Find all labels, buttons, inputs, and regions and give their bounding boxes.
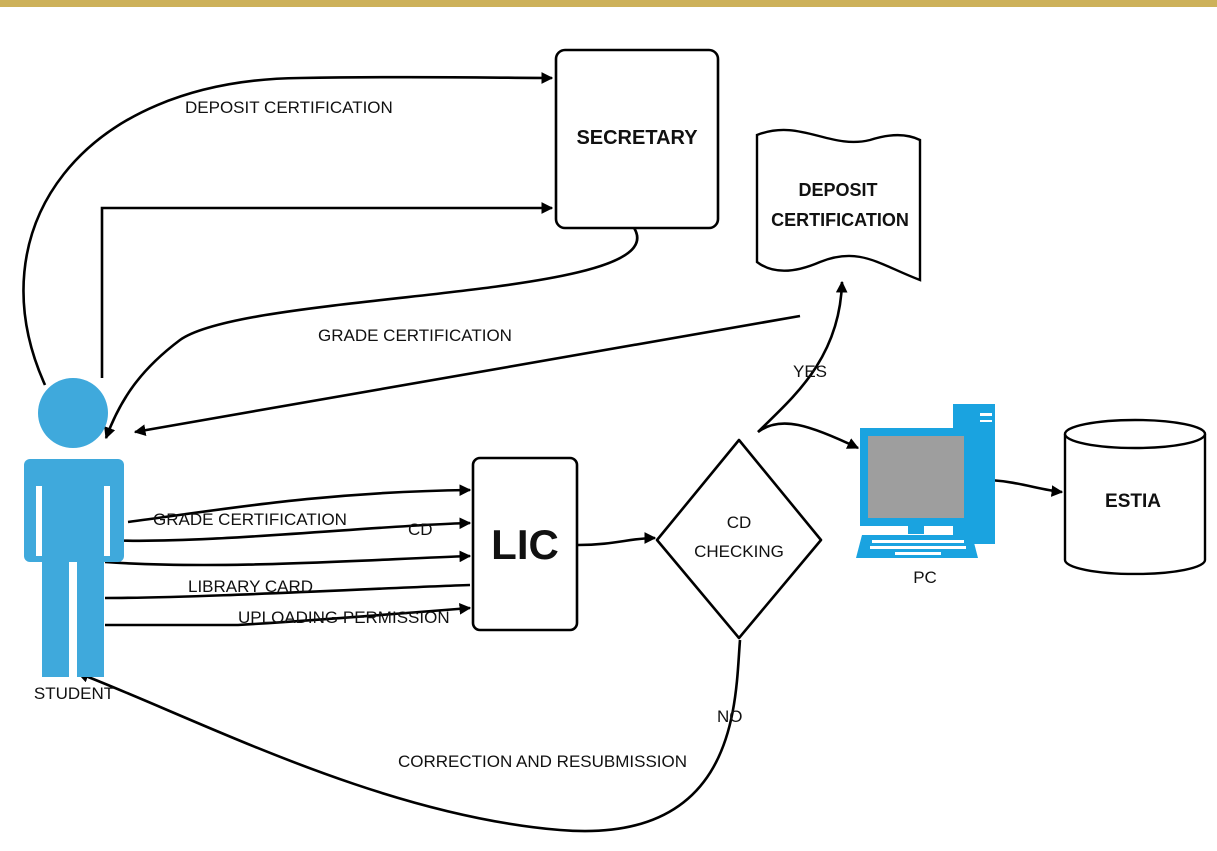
student-label: STUDENT xyxy=(34,684,114,703)
edge-deposit-certification xyxy=(22,72,554,386)
cd-checking-node: CD CHECKING xyxy=(655,438,823,640)
edge-yes xyxy=(757,280,848,433)
cd-checking-line1: CD xyxy=(727,513,752,532)
label-library-card: LIBRARY CARD xyxy=(188,577,313,596)
edge-library-card xyxy=(104,550,472,567)
edge-grade-certification xyxy=(127,484,472,524)
secretary-node: SECRETARY xyxy=(554,48,720,230)
deposit-certification-line2: CERTIFICATION xyxy=(771,210,909,230)
edge-uploading-permission xyxy=(105,603,472,627)
estia-label: ESTIA xyxy=(1105,491,1161,512)
label-yes: YES xyxy=(793,362,827,381)
edge-to-pc xyxy=(757,422,860,450)
label-correction: CORRECTION AND RESUBMISSION xyxy=(398,752,687,771)
edge-secretary-grade-certification xyxy=(104,224,639,440)
label-grade-certification: GRADE CERTIFICATION xyxy=(153,510,347,529)
person-icon xyxy=(24,378,124,677)
top-border xyxy=(0,0,1217,7)
database-icon xyxy=(1063,418,1207,576)
edge-deposit-cert-return xyxy=(133,314,801,436)
deposit-certification-line1: DEPOSIT xyxy=(798,180,877,200)
edge-uploading-permission-a xyxy=(104,583,471,600)
lic-label: LIC xyxy=(491,521,559,568)
edge-student-to-secretary xyxy=(100,202,554,378)
edge-no-correction xyxy=(76,639,742,833)
secretary-label: SECRETARY xyxy=(576,127,698,149)
pc-label: PC xyxy=(913,568,937,587)
label-grade-certification-top: GRADE CERTIFICATION xyxy=(318,326,512,345)
label-cd: CD xyxy=(408,520,433,539)
lic-node: LIC xyxy=(471,456,579,632)
edge-pc-to-estia xyxy=(989,478,1064,497)
computer-icon xyxy=(856,404,995,558)
deposit-certification-node: DEPOSIT CERTIFICATION xyxy=(755,128,922,282)
label-no: NO xyxy=(717,707,743,726)
edge-cd xyxy=(104,517,472,543)
cd-checking-line2: CHECKING xyxy=(694,542,784,561)
label-uploading-permission: UPLOADING PERMISSION xyxy=(238,608,450,627)
edge-lic-to-checking xyxy=(577,532,657,547)
label-deposit-certification: DEPOSIT CERTIFICATION xyxy=(185,98,393,117)
